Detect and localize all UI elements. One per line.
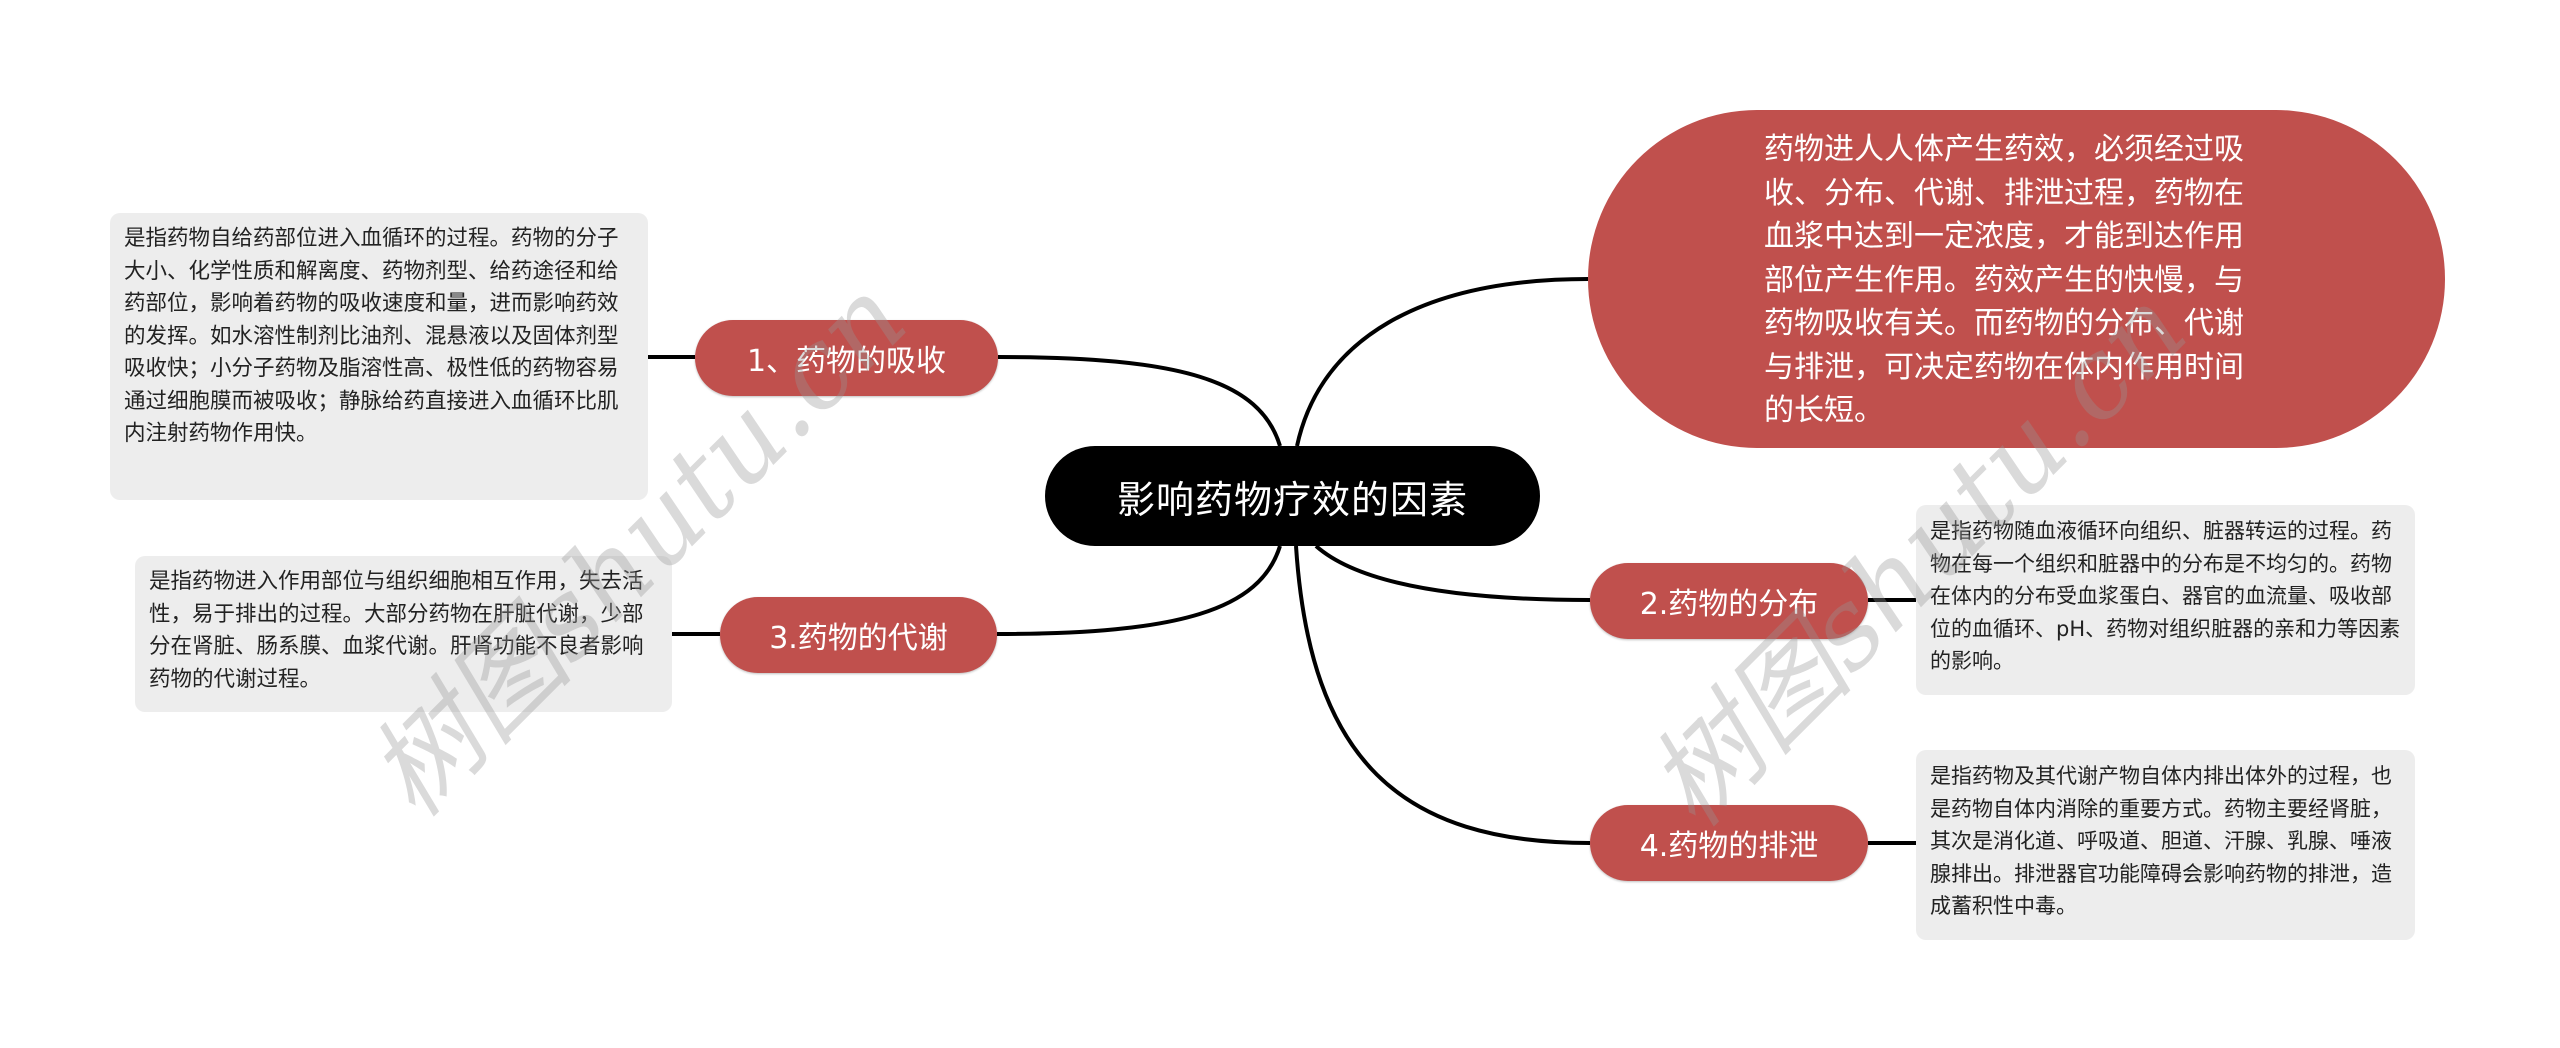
branch-excretion-label: 4.药物的排泄 bbox=[1639, 829, 1819, 864]
branch-metabolism[interactable]: 3.药物的代谢 bbox=[720, 597, 997, 673]
note-absorption[interactable]: 是指药物自给药部位进入血循环的过程。药物的分子大小、化学性质和解离度、药物剂型、… bbox=[110, 213, 648, 500]
summary-bubble[interactable]: 药物进人人体产生药效，必须经过吸收、分布、代谢、排泄过程，药物在血浆中达到一定浓… bbox=[1588, 110, 2445, 448]
branch-absorption[interactable]: 1、药物的吸收 bbox=[695, 320, 998, 396]
root-topic-label: 影响药物疗效的因素 bbox=[1116, 477, 1468, 522]
note-excretion[interactable]: 是指药物及其代谢产物自体内排出体外的过程，也是药物自体内消除的重要方式。药物主要… bbox=[1916, 750, 2415, 940]
branch-distribution-label: 2.药物的分布 bbox=[1639, 587, 1819, 622]
note-absorption-text: 是指药物自给药部位进入血循环的过程。药物的分子大小、化学性质和解离度、药物剂型、… bbox=[124, 226, 619, 446]
branch-distribution[interactable]: 2.药物的分布 bbox=[1590, 563, 1868, 639]
note-distribution-text: 是指药物随血液循环向组织、脏器转运的过程。药物在每一个组织和脏器中的分布是不均匀… bbox=[1930, 519, 2401, 673]
branch-excretion[interactable]: 4.药物的排泄 bbox=[1590, 805, 1868, 881]
note-metabolism[interactable]: 是指药物进入作用部位与组织细胞相互作用，失去活性，易于排出的过程。大部分药物在肝… bbox=[135, 556, 672, 712]
note-distribution[interactable]: 是指药物随血液循环向组织、脏器转运的过程。药物在每一个组织和脏器中的分布是不均匀… bbox=[1916, 505, 2415, 695]
summary-text: 药物进人人体产生药效，必须经过吸收、分布、代谢、排泄过程，药物在血浆中达到一定浓… bbox=[1764, 132, 2244, 428]
note-excretion-text: 是指药物及其代谢产物自体内排出体外的过程，也是药物自体内消除的重要方式。药物主要… bbox=[1930, 764, 2392, 918]
note-metabolism-text: 是指药物进入作用部位与组织细胞相互作用，失去活性，易于排出的过程。大部分药物在肝… bbox=[149, 569, 644, 692]
branch-metabolism-label: 3.药物的代谢 bbox=[769, 621, 948, 656]
root-topic[interactable]: 影响药物疗效的因素 bbox=[1045, 446, 1540, 546]
branch-absorption-label: 1、药物的吸收 bbox=[746, 344, 947, 379]
